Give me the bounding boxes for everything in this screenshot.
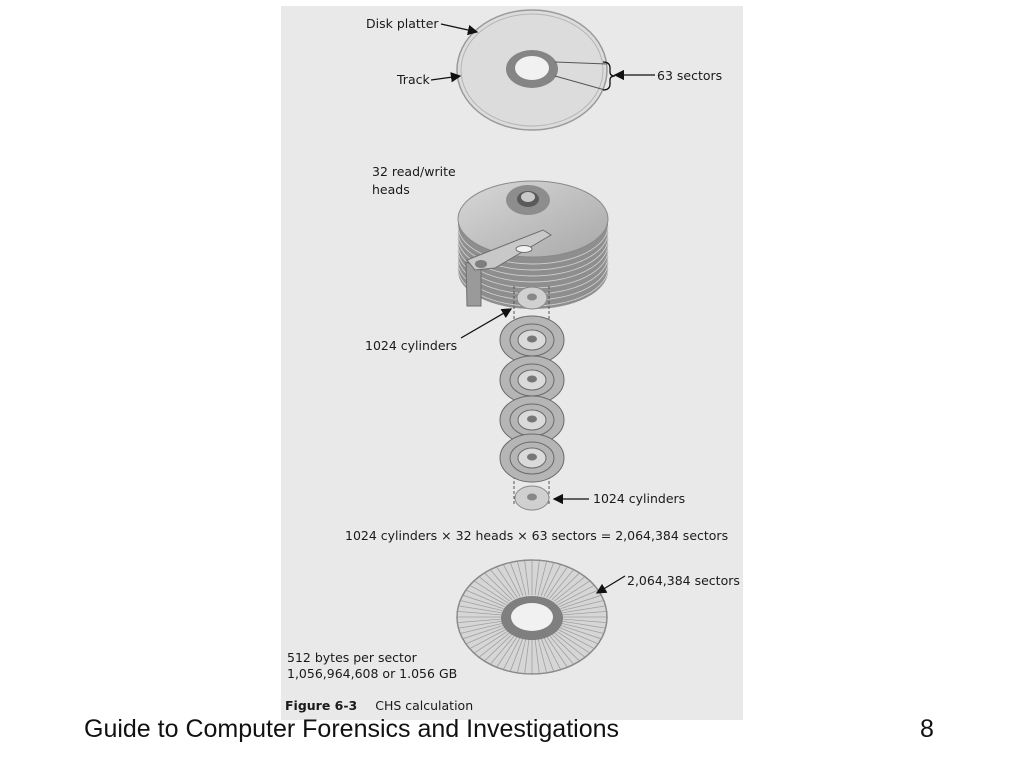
page-number: 8: [920, 715, 934, 743]
footer-title: Guide to Computer Forensics and Investig…: [84, 715, 619, 743]
sector-line: [478, 632, 511, 658]
sector-line: [473, 630, 509, 654]
sector-line: [462, 594, 504, 609]
sector-line: [559, 627, 599, 645]
sector-line: [490, 635, 516, 665]
sector-line: [496, 636, 518, 668]
sector-line: [555, 630, 591, 654]
sector-line: [546, 636, 568, 668]
track-arrow: [430, 72, 462, 83]
sector-line: [537, 560, 548, 596]
sector-line: [469, 628, 507, 650]
sector-line: [460, 622, 503, 634]
sector-line: [465, 589, 505, 607]
sector-line: [462, 625, 504, 640]
sector-line: [537, 638, 548, 674]
total-sectors-label: 2,064,384 sectors: [627, 573, 740, 588]
sectors-total-arrow: [595, 575, 626, 594]
sector-line: [478, 576, 511, 602]
sector-line: [516, 638, 527, 674]
sector-line: [555, 580, 591, 604]
sector-line: [502, 564, 521, 597]
sector-line: [484, 572, 513, 601]
cylinders-label-1: 1024 cylinders: [365, 338, 458, 353]
sector-line: [557, 628, 595, 650]
sector-line: [534, 560, 540, 596]
sector-line: [458, 620, 502, 629]
disk-platter-label: Disk platter: [366, 16, 439, 31]
sector-line: [473, 580, 509, 604]
sector-line: [553, 576, 586, 602]
sector-line: [524, 560, 530, 596]
sector-line: [540, 637, 555, 672]
sector-line: [457, 611, 502, 616]
track-label: Track: [397, 72, 430, 87]
platter-stack: [457, 180, 609, 309]
sector-line: [562, 605, 606, 614]
sector-disk: [456, 559, 608, 675]
figure-caption: Figure 6-3 CHS calculation: [285, 698, 473, 713]
sector-line: [548, 635, 574, 665]
sector-line: [562, 618, 607, 623]
sector-line: [562, 620, 606, 629]
disk-platter: [456, 9, 616, 131]
heads-label-line2: heads: [372, 182, 410, 197]
sector-line: [502, 637, 521, 670]
chs-figure: Disk platter Track 63 sectors 32 read/wr…: [281, 6, 743, 720]
sector-line: [559, 589, 599, 607]
sector-line: [496, 566, 518, 598]
sector-line: [553, 632, 586, 658]
figure-caption-text: CHS calculation: [375, 698, 474, 713]
sector-line: [460, 600, 503, 612]
sector-line: [469, 584, 507, 606]
sector-line: [484, 633, 513, 662]
sector-line: [543, 637, 562, 670]
heads-label-line1: 32 read/write: [372, 164, 456, 179]
sector-line: [560, 625, 602, 640]
platter-arrow: [440, 23, 479, 36]
sector-line: [557, 584, 595, 606]
sector-line: [534, 638, 540, 674]
sector-line: [560, 594, 602, 609]
sector-line: [457, 618, 502, 623]
sector-line: [465, 627, 505, 645]
sector-line: [458, 605, 502, 614]
sector-line: [551, 572, 580, 601]
sector-line: [551, 633, 580, 662]
sector-line: [509, 637, 524, 672]
sector-line: [509, 562, 524, 597]
total-bytes-label: 1,056,964,608 or 1.056 GB: [287, 666, 458, 681]
sector-line: [524, 638, 530, 674]
sector-line: [561, 600, 604, 612]
sector-line: [540, 562, 555, 597]
cylinders-arrow-1: [460, 308, 513, 339]
sector-line: [561, 622, 604, 634]
bytes-per-sector-label: 512 bytes per sector: [287, 650, 417, 665]
sector-line: [543, 564, 562, 597]
sector-line: [516, 560, 527, 596]
sector-line: [562, 611, 607, 616]
figure-number: Figure 6-3: [285, 698, 358, 713]
cylinders-label-2: 1024 cylinders: [593, 491, 686, 506]
sector-line: [548, 569, 574, 599]
sector-line: [546, 566, 568, 598]
sector-line: [490, 569, 516, 599]
chs-diagram-svg: [430, 9, 655, 675]
cylinders-stack: [499, 286, 565, 511]
chs-equation: 1024 cylinders × 32 heads × 63 sectors =…: [345, 528, 729, 543]
sectors-63-label: 63 sectors: [657, 68, 723, 83]
